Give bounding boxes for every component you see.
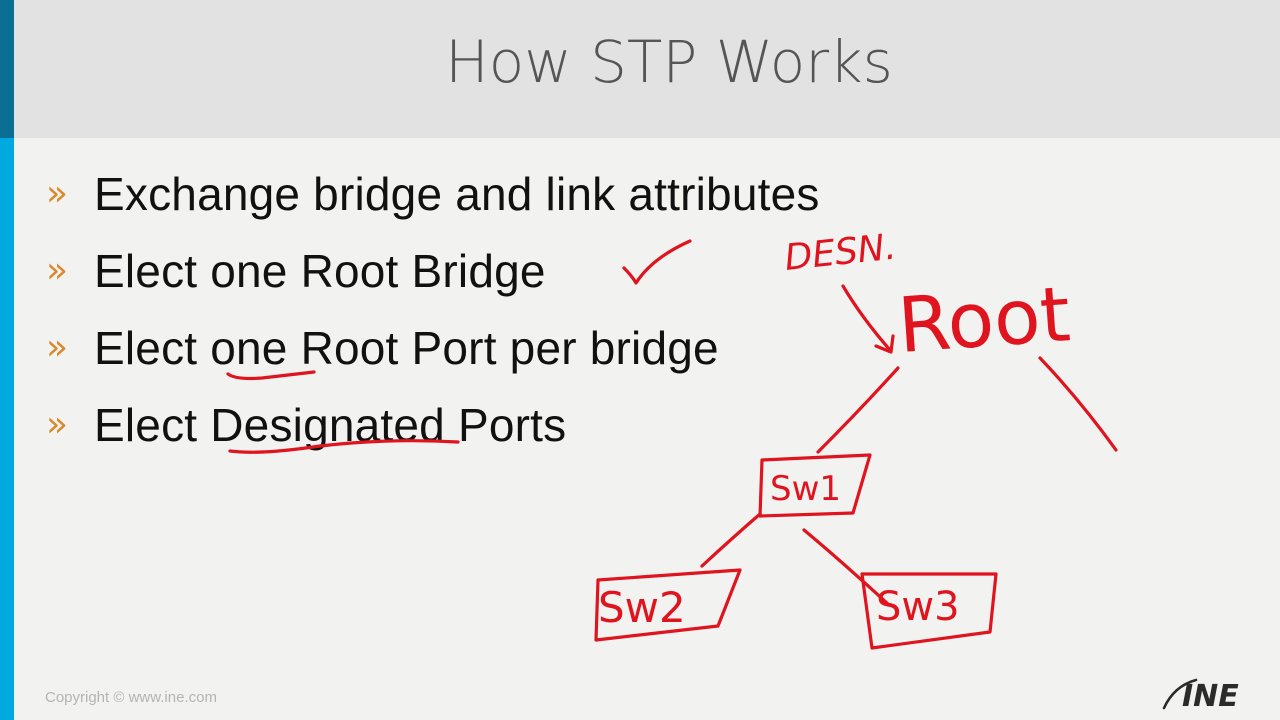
accent-bar-top <box>0 0 14 138</box>
root-label: Root <box>895 269 1073 370</box>
link-sw1-sw2 <box>700 512 762 568</box>
ine-logo: INE <box>1162 678 1239 714</box>
chevron-icon: » <box>46 173 69 214</box>
copyright-text: Copyright © www.ine.com <box>45 689 217 706</box>
bullet-text: Elect one Root Port per bridge <box>94 322 719 374</box>
sw2-label: Sw2 <box>598 583 686 632</box>
arrowhead-icon <box>874 334 895 354</box>
underline-designated <box>228 439 460 454</box>
sw2-box <box>594 568 742 642</box>
slide-title: How STP Works <box>445 28 893 96</box>
bullet-item: » Elect one Root Bridge <box>46 243 820 320</box>
arrow-icon <box>841 284 892 352</box>
link-sw1-sw3 <box>802 528 890 606</box>
underline-one <box>226 370 316 381</box>
chevron-icon: » <box>46 250 69 291</box>
bullet-item: » Elect Designated Ports <box>46 397 820 474</box>
sw1-box <box>758 453 872 518</box>
bullet-text: Exchange bridge and link attributes <box>94 168 820 220</box>
accent-bar <box>0 138 14 720</box>
bullet-text: Elect Designated Ports <box>94 399 567 451</box>
checkmark-icon <box>622 239 692 285</box>
svg-text:INE: INE <box>1182 679 1239 714</box>
sw3-box <box>860 572 998 650</box>
title-banner <box>14 0 1280 138</box>
bullet-item: » Exchange bridge and link attributes <box>46 166 820 243</box>
bullet-text: Elect one Root Bridge <box>94 245 546 297</box>
desn-label: DESN. <box>783 226 898 278</box>
link-root-right <box>1038 356 1118 452</box>
link-root-sw1 <box>816 366 900 454</box>
chevron-icon: » <box>46 404 69 445</box>
chevron-icon: » <box>46 327 69 368</box>
sw3-label: Sw3 <box>876 584 960 630</box>
bullet-item: » Elect one Root Port per bridge <box>46 320 820 397</box>
sw1-label: Sw1 <box>770 469 841 509</box>
bullet-list: » Exchange bridge and link attributes » … <box>46 166 820 474</box>
